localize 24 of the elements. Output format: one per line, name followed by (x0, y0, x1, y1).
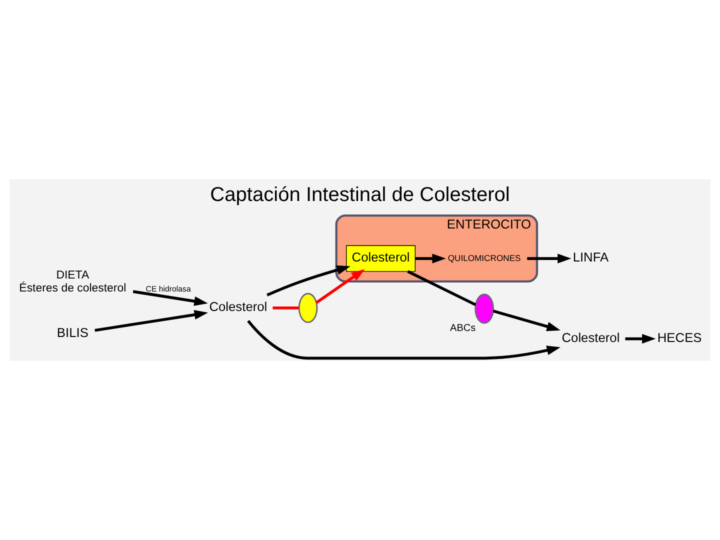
arrow (247, 320, 560, 360)
node-text: HECES (657, 330, 702, 345)
node-text: QUILOMICRONES (448, 252, 521, 263)
arrow (415, 254, 446, 264)
arrow (266, 265, 350, 296)
arrow (94, 310, 208, 332)
arrow (492, 310, 560, 332)
node-label: ABCs (450, 323, 476, 334)
node-text: Colesterol (209, 299, 268, 314)
diagram-title: Captación Intestinal de Colesterol (210, 184, 510, 206)
arrow (316, 269, 365, 304)
arrow (625, 334, 656, 344)
node-text: DIETA Ésteres de colesterol (19, 269, 126, 294)
node-circle (474, 294, 494, 324)
node-box: Colesterol (346, 245, 416, 272)
node-text: Colesterol (562, 330, 620, 345)
connector (272, 306, 299, 310)
node-text: BILIS (56, 324, 88, 340)
edge-label: CE hidrolasa (146, 284, 191, 294)
node-text: LINFA (572, 250, 609, 265)
arrow (132, 290, 208, 306)
node-circle (298, 292, 318, 324)
arrow (527, 254, 572, 264)
connector (407, 270, 476, 306)
